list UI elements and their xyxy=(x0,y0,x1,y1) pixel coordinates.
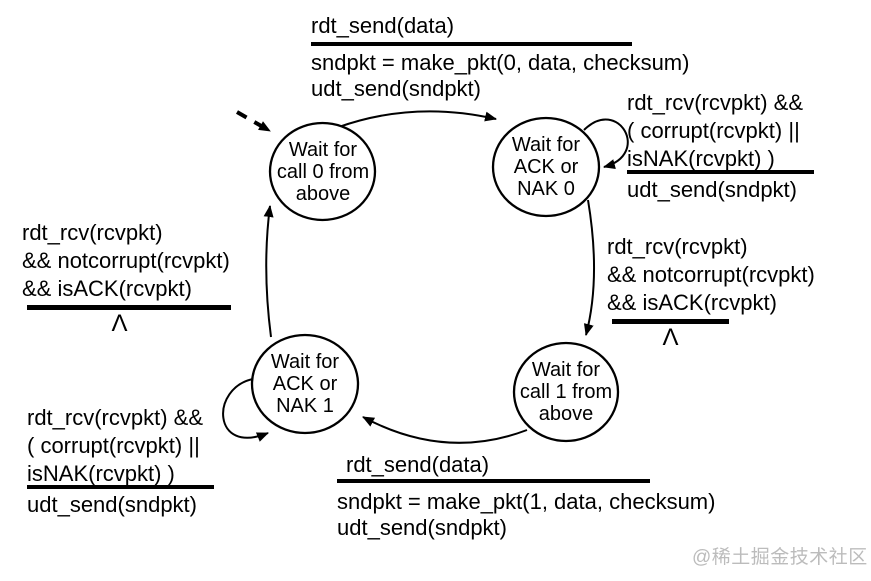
transition-label-corrupt0: rdt_rcv(rcvpkt) && ( corrupt(rcvpkt) || … xyxy=(627,89,814,204)
action-text: udt_send(sndpkt) xyxy=(627,177,797,202)
edge-send1-call1-to-acknak1 xyxy=(362,416,528,444)
action-text: udt_send(sndpkt) xyxy=(337,515,507,540)
event-text: rdt_rcv(rcvpkt) xyxy=(22,220,163,245)
state-label-wait-call-1: Wait for call 1 from above xyxy=(520,359,612,425)
state-label-line: Wait for xyxy=(511,134,581,156)
state-label-line: call 0 from xyxy=(276,161,370,183)
transition-label-corrupt1: rdt_rcv(rcvpkt) && ( corrupt(rcvpkt) || … xyxy=(27,404,214,519)
event-text: rdt_rcv(rcvpkt) && xyxy=(27,405,204,430)
state-label-wait-call-0: Wait for call 0 from above xyxy=(277,139,369,205)
state-label-line: NAK 0 xyxy=(517,178,575,200)
fraction-bar xyxy=(311,42,632,46)
edge-ack1-acknak1-to-call0 xyxy=(263,205,274,338)
state-label-line: Wait for xyxy=(270,351,340,373)
state-label-line: Wait for xyxy=(531,359,601,381)
action-text: udt_send(sndpkt) xyxy=(27,492,197,517)
state-circle-wait-call-0 xyxy=(268,121,377,222)
state-label-line: ACK or xyxy=(272,373,338,395)
transition-label-ack0: rdt_rcv(rcvpkt) && notcorrupt(rcvpkt) &&… xyxy=(607,233,815,352)
fraction-bar xyxy=(627,170,814,174)
state-label-wait-ack-nak-0: Wait for ACK or NAK 0 xyxy=(512,134,580,200)
event-text: rdt_send(data) xyxy=(346,452,490,477)
fraction-bar xyxy=(27,485,214,489)
action-text: sndpkt = make_pkt(1, data, checksum) xyxy=(337,489,716,514)
event-text: isNAK(rcvpkt) ) xyxy=(627,146,775,171)
state-label-wait-ack-nak-1: Wait for ACK or NAK 1 xyxy=(271,351,339,417)
watermark-text: @稀土掘金技术社区 xyxy=(692,547,868,568)
event-text: && notcorrupt(rcvpkt) xyxy=(22,248,230,273)
state-circle-wait-ack-nak-1 xyxy=(250,333,360,435)
transition-label-send0: rdt_send(data) sndpkt = make_pkt(0, data… xyxy=(311,13,689,102)
action-text: sndpkt = make_pkt(0, data, checksum) xyxy=(311,50,690,75)
action-text-lambda: Λ xyxy=(662,324,679,351)
state-circle-wait-ack-nak-0 xyxy=(491,116,601,218)
edge-send0-call0-to-acknak0 xyxy=(335,110,497,129)
state-label-line: above xyxy=(538,403,594,425)
state-circle-wait-call-1 xyxy=(512,341,620,443)
transition-label-send1: rdt_send(data) sndpkt = make_pkt(1, data… xyxy=(337,452,715,541)
event-text: ( corrupt(rcvpkt) || xyxy=(27,433,200,458)
state-label-line: above xyxy=(295,183,351,205)
state-label-line: ACK or xyxy=(513,156,579,178)
event-text: rdt_send(data) xyxy=(311,13,455,38)
transition-label-ack1: rdt_rcv(rcvpkt) && notcorrupt(rcvpkt) &&… xyxy=(22,219,231,338)
fraction-bar xyxy=(27,305,231,310)
action-text-lambda: Λ xyxy=(111,310,128,337)
state-label-line: Wait for xyxy=(288,139,358,161)
event-text: rdt_rcv(rcvpkt) && xyxy=(627,90,804,115)
fraction-bar xyxy=(337,479,650,483)
event-text: isNAK(rcvpkt) ) xyxy=(27,461,175,486)
fraction-bar xyxy=(612,319,729,324)
state-label-line: call 1 from xyxy=(519,381,613,403)
event-text: && notcorrupt(rcvpkt) xyxy=(607,262,815,287)
edge-ack0-acknak0-to-call1 xyxy=(583,199,595,336)
event-text: && isACK(rcvpkt) xyxy=(607,290,777,315)
event-text: && isACK(rcvpkt) xyxy=(22,276,192,301)
state-label-line: NAK 1 xyxy=(276,395,334,417)
self-loop-acknak0-icon xyxy=(583,118,629,169)
initial-state-arrow-icon xyxy=(236,110,271,133)
self-loop-acknak1-icon xyxy=(222,378,269,442)
event-text: ( corrupt(rcvpkt) || xyxy=(627,118,800,143)
event-text: rdt_rcv(rcvpkt) xyxy=(607,234,748,259)
action-text: udt_send(sndpkt) xyxy=(311,76,481,101)
